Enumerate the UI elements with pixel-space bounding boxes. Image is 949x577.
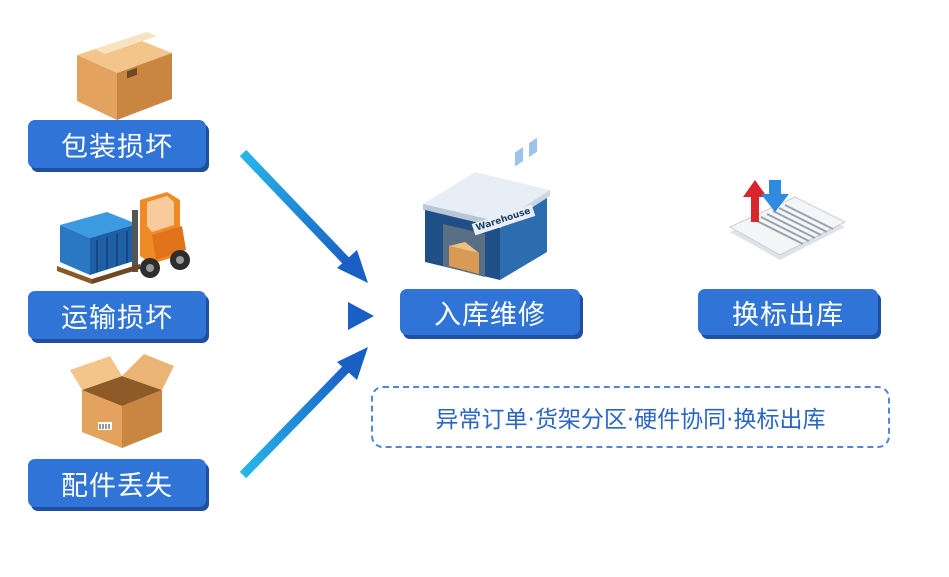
arrow-missing-parts-to-warehouse: [239, 347, 368, 479]
process-steps-note: 异常订单·货架分区·硬件协同·换标出库: [371, 386, 890, 448]
warehouse-icon: [423, 137, 550, 280]
arrow-transport-to-warehouse: [233, 302, 374, 330]
warehouse-repair-label: 入库维修: [400, 289, 580, 335]
barcode-label-icon: [728, 180, 847, 260]
package-box-icon: [77, 32, 172, 120]
arrow-packaging-to-warehouse: [239, 149, 368, 283]
damage-label-missing-parts: 配件丢失: [28, 459, 206, 507]
open-box-icon: [70, 354, 174, 448]
damage-label-transport: 运输损坏: [28, 291, 206, 339]
forklift-truck-icon: [57, 192, 190, 284]
exchange-label-outbound-label: 换标出库: [698, 289, 878, 335]
damage-label-packaging: 包装损坏: [28, 120, 206, 168]
